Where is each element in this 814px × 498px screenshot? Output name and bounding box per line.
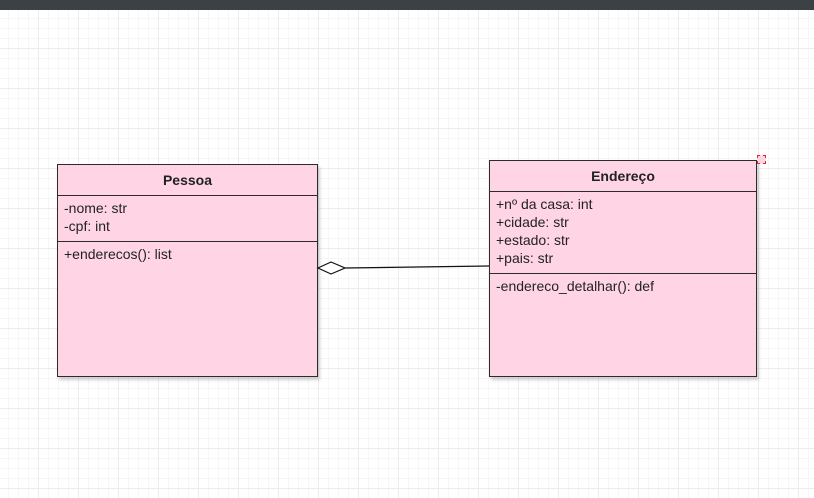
- aggregation-diamond-icon: [316, 261, 347, 275]
- method-endereco-detalhar[interactable]: -endereco_detalhar(): def: [496, 278, 654, 294]
- association-line[interactable]: [344, 265, 490, 269]
- attribute-estado[interactable]: +estado: str: [496, 232, 570, 248]
- attribute-cpf[interactable]: -cpf: int: [64, 218, 110, 234]
- top-toolbar-strip: [0, 0, 814, 10]
- attribute-cidade[interactable]: +cidade: str: [496, 214, 569, 230]
- attribute-numero-casa[interactable]: +nº da casa: int: [496, 196, 593, 212]
- class-endereco-title[interactable]: Endereço: [490, 161, 756, 192]
- class-pessoa-attributes[interactable]: -nome: str -cpf: int: [58, 196, 317, 242]
- resize-handle-icon[interactable]: [757, 155, 766, 164]
- class-endereco[interactable]: Endereço +nº da casa: int +cidade: str +…: [489, 160, 757, 377]
- class-pessoa-methods[interactable]: +enderecos(): list: [58, 242, 317, 269]
- method-enderecos[interactable]: +enderecos(): list: [64, 246, 172, 262]
- class-pessoa-title[interactable]: Pessoa: [58, 165, 317, 196]
- class-endereco-attributes[interactable]: +nº da casa: int +cidade: str +estado: s…: [490, 192, 756, 274]
- class-endereco-methods[interactable]: -endereco_detalhar(): def: [490, 274, 756, 301]
- class-pessoa[interactable]: Pessoa -nome: str -cpf: int +enderecos()…: [57, 164, 318, 377]
- attribute-pais[interactable]: +pais: str: [496, 250, 554, 266]
- attribute-nome[interactable]: -nome: str: [64, 200, 128, 216]
